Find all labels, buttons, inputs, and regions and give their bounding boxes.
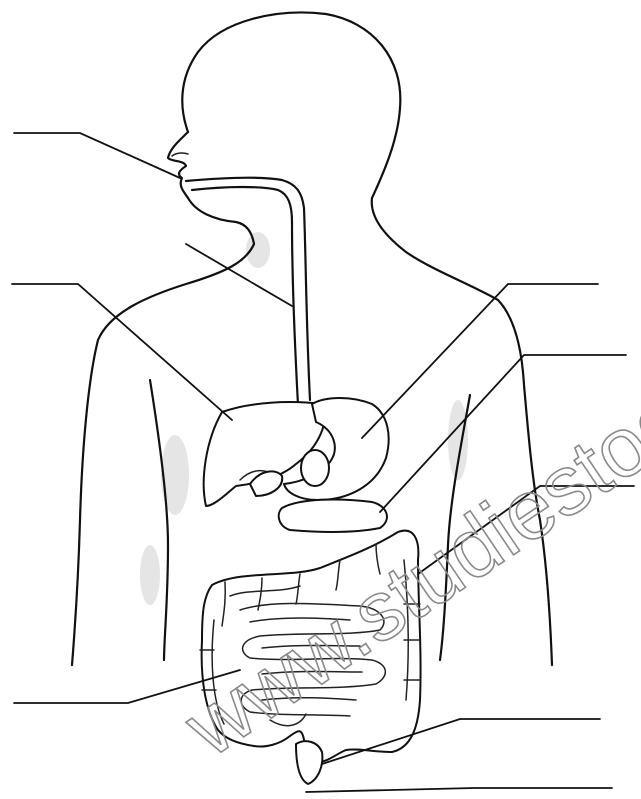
oesophagus — [186, 178, 310, 405]
pancreas — [279, 500, 387, 532]
duodenum — [301, 450, 329, 486]
label-line-stomach — [362, 284, 598, 438]
label-line-liver — [12, 284, 232, 420]
label-line-anus — [306, 788, 612, 792]
label-line-oesophagus — [186, 244, 292, 306]
rectum — [296, 741, 322, 784]
label-line-mouth — [14, 133, 180, 178]
